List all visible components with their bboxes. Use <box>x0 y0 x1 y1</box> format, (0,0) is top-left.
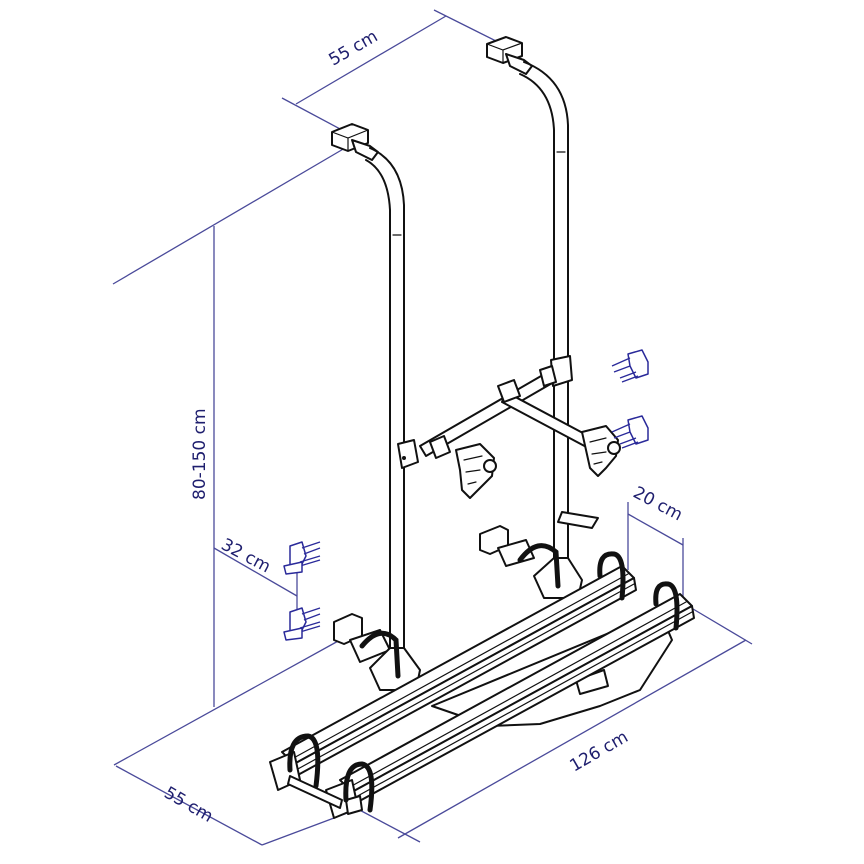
wheel-strap-rear-near <box>287 733 321 789</box>
wheel-strap-front-far <box>653 581 680 631</box>
dimension-rail-offset: 20 cm <box>627 483 686 600</box>
dimension-top-width: 55 cm <box>281 9 511 139</box>
frame-tube-left <box>365 147 405 651</box>
dimension-height: 80-150 cm <box>112 147 346 766</box>
wall-bracket-right-lower <box>611 415 649 449</box>
label-bracket-spacing: 32 cm <box>218 535 274 578</box>
dimension-rail-length: 126 cm <box>351 605 753 843</box>
label-bottom-width: 55 cm <box>161 783 217 827</box>
frame-clamp-left <box>397 439 419 469</box>
frame-tube-right <box>519 61 569 561</box>
wall-bracket-left-upper <box>283 541 321 575</box>
label-rail-length: 126 cm <box>567 727 632 776</box>
upper-mount-left <box>331 123 379 161</box>
wall-bracket-right-upper <box>611 349 649 383</box>
lower-mount-right <box>479 511 599 567</box>
cross-bar <box>419 365 597 459</box>
label-height: 80-150 cm <box>190 408 210 500</box>
lower-support-left <box>359 630 421 691</box>
frame-holder-right <box>581 425 621 477</box>
rail-connector <box>287 775 363 815</box>
label-rail-offset: 20 cm <box>630 483 686 526</box>
label-top-width: 55 cm <box>326 27 382 71</box>
dimension-bracket-spacing: 32 cm <box>213 535 298 620</box>
frame-holder-left <box>455 443 497 499</box>
wheel-strap-front-near <box>343 761 375 813</box>
upper-mount-right <box>486 36 533 75</box>
wall-bracket-left-lower <box>283 607 321 641</box>
lower-support-right <box>517 543 583 599</box>
lower-mount-left <box>333 613 391 663</box>
wheel-strap-rear-far <box>597 551 626 601</box>
